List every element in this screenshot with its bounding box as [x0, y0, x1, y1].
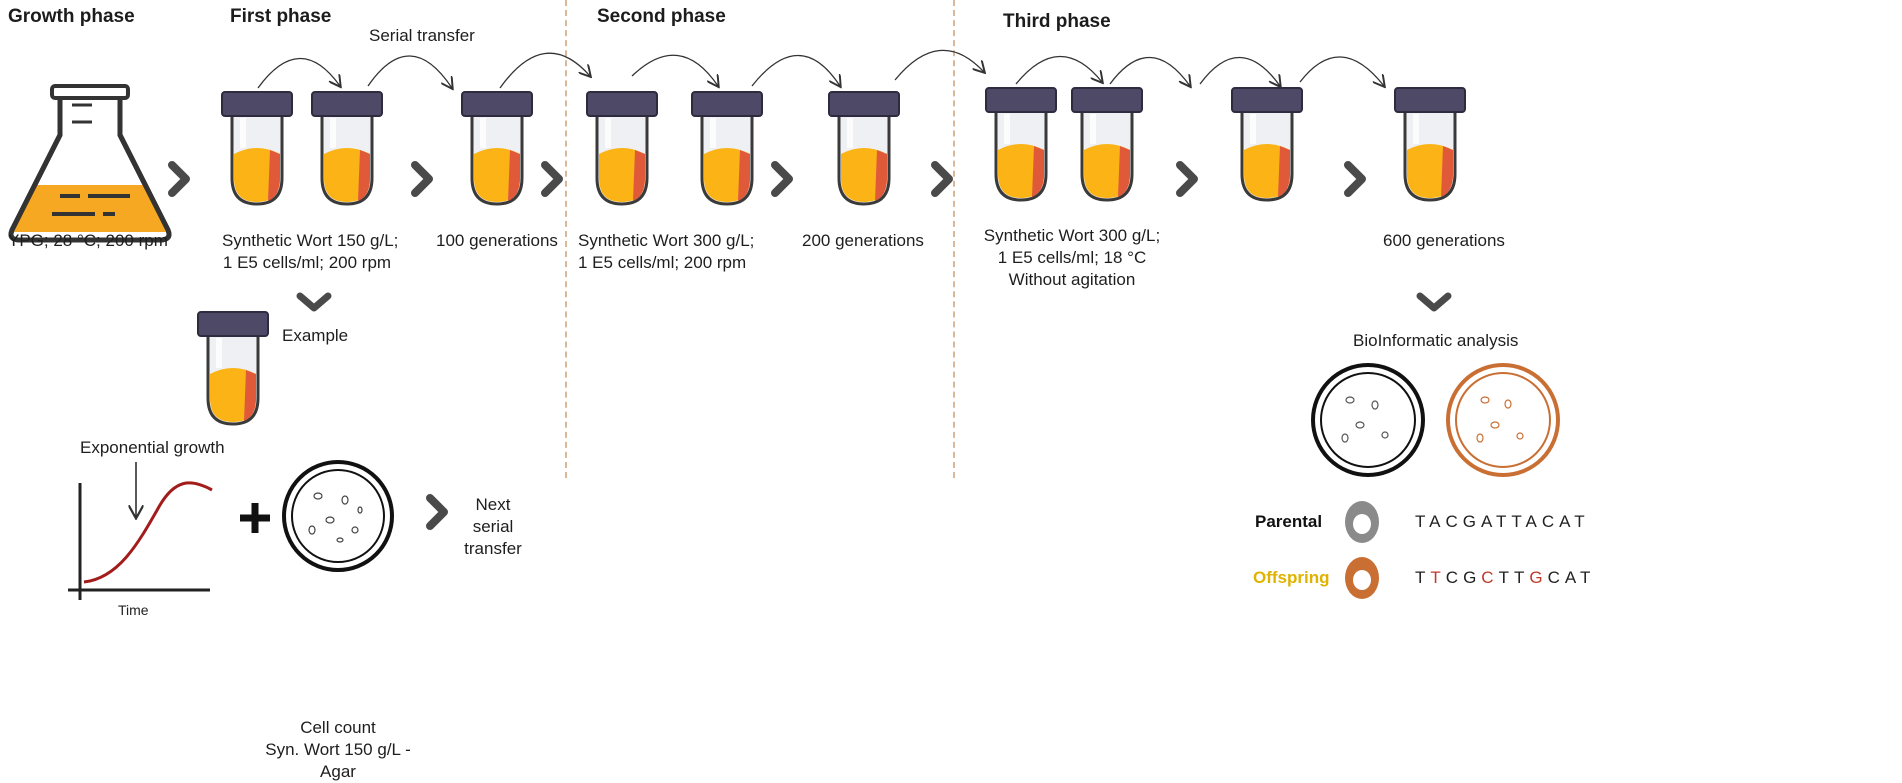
offspring-base: G	[1463, 568, 1482, 587]
third-conditions-line3: Without agitation	[1008, 270, 1136, 289]
offspring-base: A	[1564, 568, 1580, 587]
offspring-base: G	[1529, 568, 1548, 587]
growth-curve-chart	[68, 462, 213, 600]
tube-icon	[1230, 86, 1304, 202]
next-line1: Next	[475, 495, 511, 514]
offspring-base: T	[1430, 568, 1446, 587]
offspring-base: T	[1415, 568, 1431, 587]
parental-cell-icon	[1345, 501, 1379, 543]
tube-icon	[690, 90, 764, 206]
second-phase-conditions: Synthetic Wort 300 g/L; 1 E5 cells/ml; 2…	[578, 230, 754, 274]
next-serial-transfer-label: Next serial transfer	[458, 494, 528, 560]
offspring-base: C	[1445, 568, 1464, 587]
first-conditions-line1: Synthetic Wort 150 g/L;	[222, 231, 399, 250]
tube-icon	[310, 90, 384, 206]
next-line3: transfer	[464, 539, 522, 558]
generations-100-label: 100 generations	[436, 231, 558, 250]
offspring-cell-icon	[1345, 557, 1379, 599]
third-phase-conditions: Synthetic Wort 300 g/L; 1 E5 cells/ml; 1…	[982, 225, 1162, 291]
exponential-growth-label: Exponential growth	[80, 438, 225, 457]
generations-200-label: 200 generations	[802, 231, 924, 250]
petri-dish-icon	[282, 460, 394, 572]
plus-icon	[240, 503, 270, 533]
offspring-base: T	[1513, 568, 1530, 587]
chevron-right-icon	[172, 165, 186, 193]
second-conditions-line1: Synthetic Wort 300 g/L;	[578, 231, 755, 250]
growth-curve	[83, 481, 213, 584]
chevron-right-icon	[1180, 165, 1194, 193]
tube-icon	[984, 86, 1058, 202]
offspring-base: C	[1547, 568, 1565, 587]
serial-transfer-label: Serial transfer	[369, 26, 475, 45]
phase-divider-second-third	[953, 0, 955, 478]
offspring-base: T	[1498, 568, 1514, 587]
first-conditions-line2: 1 E5 cells/ml; 200 rpm	[222, 253, 392, 272]
example-label: Example	[282, 326, 349, 345]
second-phase-title: Second phase	[597, 6, 726, 27]
chevron-right-icon	[935, 165, 949, 193]
parental-sequence: TACGATTACAT	[1415, 512, 1590, 531]
offspring-label: Offspring	[1253, 568, 1330, 587]
third-conditions-line2: 1 E5 cells/ml; 18 °C	[997, 248, 1147, 267]
chevron-right-icon	[430, 498, 444, 526]
offspring-sequence: TTCGCTTGCAT	[1415, 568, 1595, 588]
tube-icon	[196, 310, 270, 426]
tube-icon	[220, 90, 294, 206]
chevron-right-icon	[415, 165, 429, 193]
bioinformatic-analysis-label: BioInformatic analysis	[1353, 331, 1519, 350]
tube-icon	[1070, 86, 1144, 202]
tube-icon	[585, 90, 659, 206]
parental-label: Parental	[1255, 512, 1323, 531]
cell-count-line2: Syn. Wort 150 g/L -	[265, 740, 411, 759]
parental-petri-dish-icon	[1311, 363, 1425, 477]
second-conditions-line2: 1 E5 cells/ml; 200 rpm	[578, 253, 747, 272]
growth-phase-title: Growth phase	[8, 6, 135, 27]
tube-icon	[827, 90, 901, 206]
third-phase-title: Third phase	[1003, 11, 1111, 32]
third-conditions-line1: Synthetic Wort 300 g/L;	[983, 226, 1161, 245]
first-phase-title: First phase	[230, 6, 332, 27]
cell-count-label: Cell count Syn. Wort 150 g/L - Agar	[258, 717, 418, 783]
chevron-right-icon	[545, 165, 559, 193]
serial-transfer-arrows	[257, 49, 1384, 88]
tube-icon	[1393, 86, 1467, 202]
time-axis-label: Time	[118, 602, 149, 618]
chevron-down-icon	[1420, 296, 1448, 308]
phase-divider-first-second	[565, 0, 567, 478]
chevron-right-icon	[1348, 165, 1362, 193]
chevron-down-icon	[300, 296, 328, 308]
chevron-right-icon	[775, 165, 789, 193]
cell-count-line1: Cell count	[300, 718, 376, 737]
first-phase-conditions: Synthetic Wort 150 g/L; 1 E5 cells/ml; 2…	[222, 230, 399, 274]
offspring-base: C	[1481, 568, 1499, 587]
next-line2: serial	[472, 517, 514, 536]
generations-600-label: 600 generations	[1383, 231, 1505, 250]
offspring-petri-dish-icon	[1446, 363, 1560, 477]
flask-icon	[8, 84, 172, 243]
offspring-base: T	[1579, 568, 1596, 587]
cell-count-line3: Agar	[320, 762, 356, 781]
tube-icon	[460, 90, 534, 206]
growth-conditions-label: YPG; 28 °C; 200 rpm	[8, 231, 168, 250]
